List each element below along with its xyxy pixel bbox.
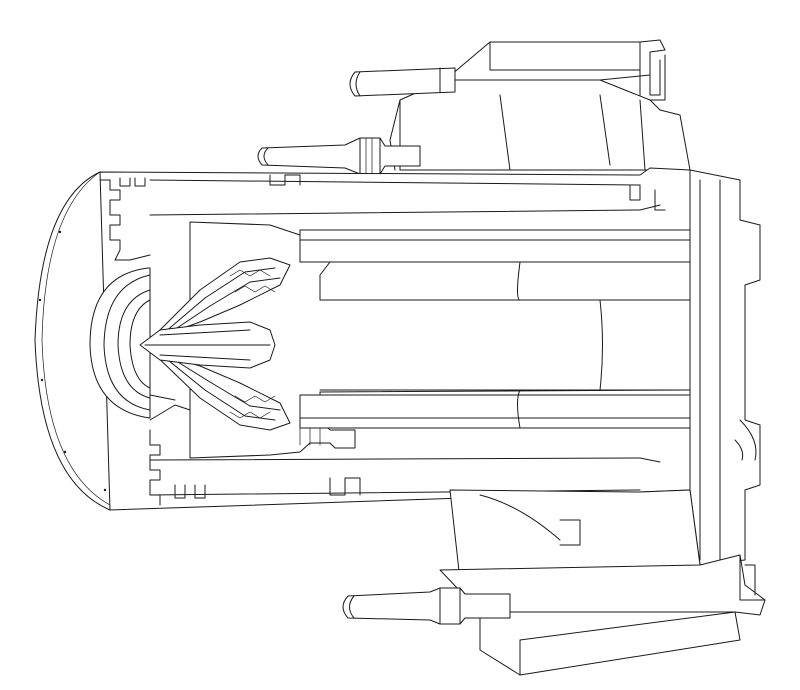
upper-mounting-bracket [389,39,691,171]
nozzle-cone-lower [149,349,291,431]
upper-stud [257,137,421,175]
lower-shaft [299,394,726,429]
nozzle-tip [139,321,276,369]
upper-bolt [349,67,456,97]
front-face-dots [38,230,107,492]
front-hub [89,267,151,419]
lower-bolt [342,587,511,625]
lower-mounting-bracket [439,489,766,676]
nozzle-cone-upper [149,257,291,341]
rear-flange-plate [689,169,761,566]
front-face-notches [99,177,206,506]
upper-shaft [299,229,721,263]
